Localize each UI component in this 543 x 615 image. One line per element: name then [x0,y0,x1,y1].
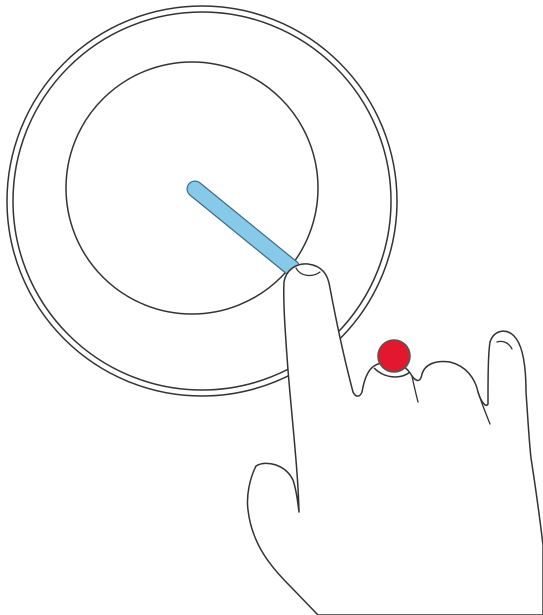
needle-icon[interactable] [195,189,292,268]
needle-fill [195,189,292,268]
hand-icon [247,264,543,615]
ring-gem [378,340,410,372]
hand-outline [247,264,543,615]
